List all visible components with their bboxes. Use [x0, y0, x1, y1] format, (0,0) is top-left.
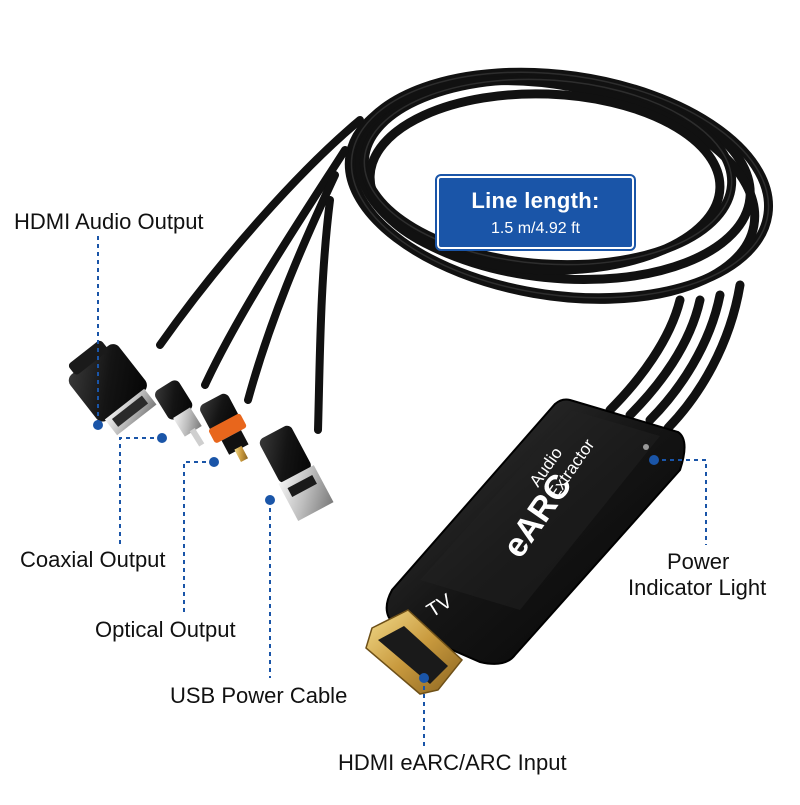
device-cables	[605, 280, 745, 433]
hdmi-output-plug	[68, 340, 157, 436]
hdmi-audio-output-label: HDMI Audio Output	[14, 209, 204, 234]
power-indicator-light	[643, 444, 649, 450]
line-length-value: 1.5 m/4.92 ft	[491, 220, 580, 237]
optical-plug	[200, 393, 249, 463]
extractor-body: eARC Audio Extractor TV	[385, 398, 686, 665]
power-light-label-line2: Indicator Light	[628, 575, 767, 600]
usb-plug	[259, 425, 334, 521]
hdmi-input-plug	[365, 609, 464, 695]
line-length-badge: Line length: 1.5 m/4.92 ft	[435, 174, 636, 251]
usb-power-cable-label: USB Power Cable	[170, 683, 348, 708]
hdmi-output-dot	[93, 420, 103, 430]
breakout-cables	[156, 116, 364, 434]
coaxial-plug	[155, 380, 205, 447]
line-length-title: Line length:	[471, 188, 600, 213]
power-light-label-line1: Power	[667, 549, 730, 574]
optical-output-label: Optical Output	[95, 617, 236, 642]
coaxial-output-label: Coaxial Output	[20, 547, 166, 572]
callout-lines	[97, 236, 707, 748]
hdmi-input-label: HDMI eARC/ARC Input	[338, 750, 567, 775]
